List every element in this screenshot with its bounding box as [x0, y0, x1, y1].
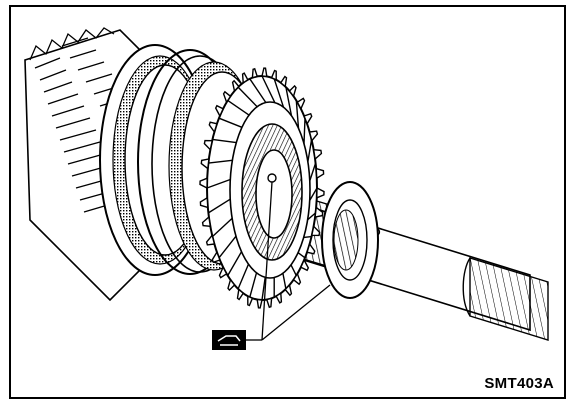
- gear-face-line: [295, 100, 300, 129]
- gear-tooth: [227, 278, 236, 292]
- gear-tooth: [214, 104, 225, 118]
- callout: [246, 181, 331, 341]
- gear-face-line: [206, 178, 231, 189]
- gear-tooth: [296, 97, 306, 111]
- gear-face-line: [309, 162, 317, 182]
- gear-tooth: [265, 297, 273, 309]
- gear-tooth: [306, 242, 316, 255]
- gear-tooth: [284, 283, 293, 297]
- gear-face-line: [261, 75, 276, 103]
- gear-tooth: [270, 69, 277, 81]
- gear-tooth: [203, 139, 214, 152]
- gear-face-line: [261, 277, 266, 301]
- gear-face-line: [290, 264, 297, 276]
- gear-face-line: [227, 99, 250, 116]
- gear-tooth: [288, 84, 297, 98]
- gear-tooth: [222, 90, 232, 104]
- gear-face-line: [211, 217, 233, 238]
- helical-gear-front: [199, 67, 325, 309]
- gear-tooth: [299, 258, 310, 272]
- lubricant-symbol-icon: [212, 330, 246, 350]
- gear-tooth: [312, 148, 323, 161]
- gear-tooth: [303, 112, 313, 126]
- gear-tooth: [310, 224, 321, 237]
- gear-face-line: [303, 118, 306, 144]
- gear-tooth: [279, 75, 288, 88]
- thrust-washer: [321, 181, 379, 299]
- gear-tooth: [208, 121, 218, 134]
- gear-tooth: [308, 130, 319, 143]
- gear-tooth: [316, 186, 325, 199]
- gear-tooth: [199, 177, 208, 190]
- gear-face-line: [237, 86, 258, 108]
- gear-tooth: [256, 298, 263, 309]
- gear-face-line: [307, 139, 313, 162]
- oil-hole: [267, 173, 277, 183]
- gear-tooth: [292, 272, 302, 286]
- gear-face-line: [212, 138, 237, 144]
- gear-tooth: [247, 295, 254, 307]
- gear-tooth: [251, 67, 259, 79]
- figure-code: SMT403A: [484, 375, 554, 392]
- gear-face-line: [218, 117, 243, 128]
- gear-tooth: [200, 158, 210, 170]
- gear-tooth: [205, 233, 216, 246]
- gear-face-line: [237, 263, 250, 290]
- gear-tooth: [275, 291, 283, 304]
- gear-face-line: [273, 78, 285, 108]
- gear-face-line: [218, 235, 237, 259]
- figure-border: [9, 5, 566, 399]
- gear-tooth: [241, 72, 249, 85]
- gear-tooth: [236, 288, 245, 301]
- gear-tooth: [199, 196, 209, 209]
- gear-tooth: [201, 215, 212, 228]
- gear-face-line: [249, 78, 267, 103]
- gear-tooth: [315, 167, 325, 180]
- gear-face-line: [227, 251, 243, 276]
- gear-face-line: [208, 198, 231, 214]
- gear-tooth: [211, 250, 221, 264]
- gear-face-line: [285, 86, 293, 117]
- gear-face-line: [282, 273, 287, 290]
- gear-tooth: [231, 79, 240, 93]
- gear-face-line: [309, 187, 318, 201]
- gear-face-line: [249, 272, 258, 298]
- gear-tooth: [218, 265, 228, 279]
- gear-face-line: [307, 212, 317, 221]
- gear-face-line: [297, 252, 306, 259]
- gear-face-line: [208, 159, 233, 164]
- gear-face-line: [303, 235, 312, 239]
- gear-tooth: [261, 67, 268, 78]
